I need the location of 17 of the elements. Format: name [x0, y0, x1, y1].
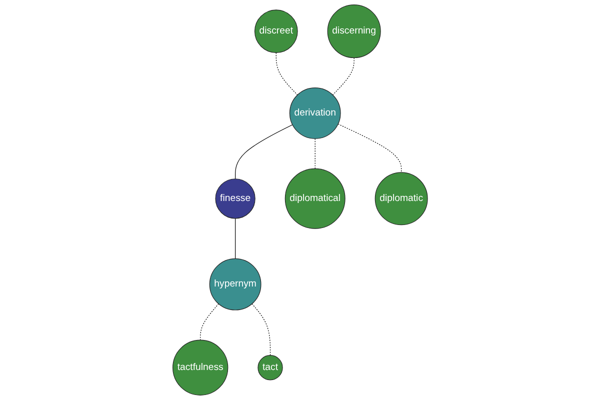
node-circle: finesse: [215, 178, 256, 219]
connector: [276, 52, 298, 96]
node-circle: discerning: [327, 4, 381, 58]
node-circle: discreet: [254, 10, 298, 53]
connector: [338, 124, 402, 173]
node-circle: hypernym: [209, 258, 262, 310]
node-circle: diplomatic: [374, 172, 428, 226]
node-circle: tactfulness: [172, 340, 228, 396]
connector: [234, 218, 236, 259]
node-circle: derivation: [289, 88, 341, 139]
connector: [200, 304, 219, 340]
node-circle: diplomatical: [284, 168, 346, 229]
node-circle: tact: [258, 355, 283, 380]
connector: [332, 57, 354, 96]
connector: [234, 124, 293, 180]
connector: [252, 304, 270, 356]
connector: [314, 138, 316, 170]
